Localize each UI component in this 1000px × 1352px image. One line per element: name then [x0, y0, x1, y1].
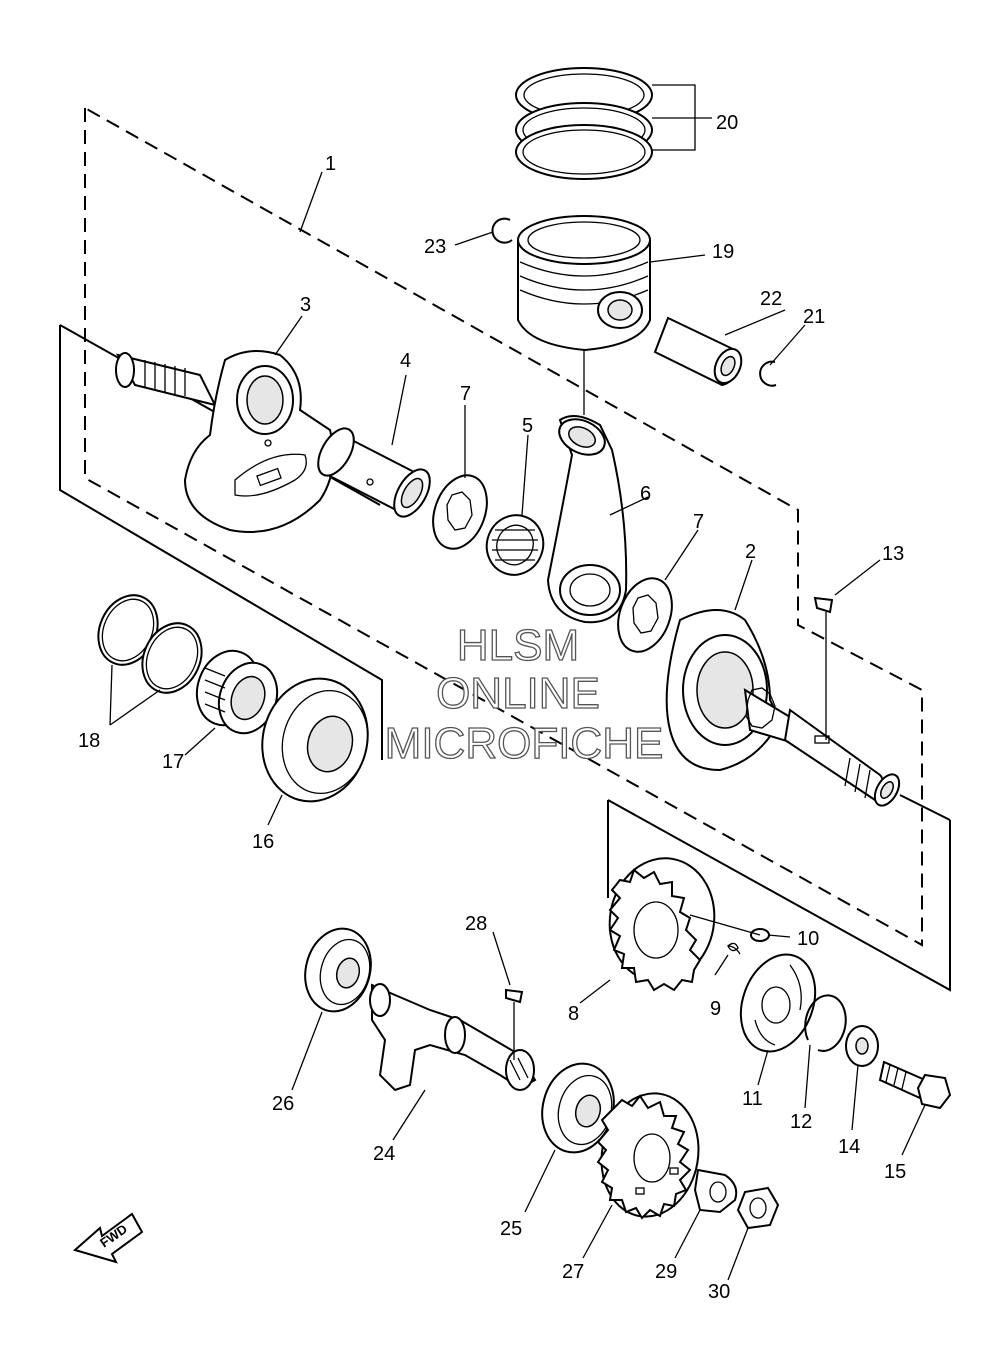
gear-plate[interactable]	[728, 944, 828, 1062]
main-bearing-left[interactable]	[249, 667, 382, 814]
callout-21[interactable]: 21	[803, 306, 825, 328]
bearing-26[interactable]	[296, 921, 380, 1019]
crankshaft-right[interactable]	[665, 609, 904, 810]
washer[interactable]	[845, 1025, 879, 1067]
callout-18[interactable]: 18	[78, 730, 100, 752]
crankshaft-left[interactable]	[115, 350, 335, 533]
watermark-line-2: ONLINE	[436, 669, 600, 718]
bolt[interactable]	[878, 1060, 952, 1110]
callout-14[interactable]: 14	[838, 1136, 860, 1158]
callout-24[interactable]: 24	[373, 1143, 395, 1165]
key-28[interactable]	[505, 988, 524, 1060]
callout-6[interactable]: 6	[640, 483, 651, 505]
callout-12[interactable]: 12	[790, 1111, 812, 1133]
callout-23[interactable]: 23	[424, 236, 446, 258]
crank-pin[interactable]	[311, 422, 437, 522]
crankshaft-assembly-boundary	[84, 107, 923, 947]
snap-ring[interactable]	[804, 994, 847, 1052]
callout-9[interactable]: 9	[710, 998, 721, 1020]
piston-rings[interactable]	[515, 67, 653, 180]
lock-washer[interactable]	[693, 1168, 738, 1214]
callout-20[interactable]: 20	[716, 112, 738, 134]
callout-16[interactable]: 16	[252, 831, 274, 853]
thrust-washer-right[interactable]	[609, 571, 682, 660]
callouts: 1 2 3 4 5 6 7 7 8 9 10 11 12 13 14 15 16…	[78, 112, 906, 1303]
thrust-washer-left[interactable]	[424, 468, 497, 557]
leader-lines	[109, 84, 926, 1281]
woodruff-key[interactable]	[813, 596, 834, 740]
connecting-rod[interactable]	[546, 412, 628, 624]
watermark-line-3: MICROFICHE	[385, 719, 664, 768]
balancer-shaft[interactable]	[369, 983, 537, 1092]
callout-11[interactable]: 11	[742, 1088, 763, 1110]
callout-8[interactable]: 8	[568, 1003, 579, 1025]
spacer-collar[interactable]	[187, 642, 287, 741]
callout-4[interactable]: 4	[400, 350, 411, 372]
callout-7a[interactable]: 7	[460, 383, 471, 405]
watermark: HLSM ONLINE MICROFICHE	[384, 620, 664, 768]
callout-25[interactable]: 25	[500, 1218, 522, 1240]
callout-10[interactable]: 10	[797, 928, 819, 950]
watermark-line-1: HLSM	[457, 621, 579, 670]
spring[interactable]	[726, 942, 741, 955]
callout-29[interactable]: 29	[655, 1261, 677, 1283]
callout-28[interactable]: 28	[465, 913, 487, 935]
o-rings[interactable]	[87, 586, 212, 703]
needle-bearing[interactable]	[478, 507, 551, 583]
circlip-left[interactable]	[491, 217, 513, 244]
callout-15[interactable]: 15	[884, 1161, 906, 1183]
callout-19[interactable]: 19	[712, 241, 734, 263]
callout-1[interactable]: 1	[325, 153, 336, 175]
piston[interactable]	[517, 215, 651, 352]
callout-17[interactable]: 17	[162, 751, 184, 773]
callout-30[interactable]: 30	[708, 1281, 730, 1303]
callout-22[interactable]: 22	[760, 288, 782, 310]
callout-26[interactable]: 26	[272, 1093, 294, 1115]
bearing-25[interactable]	[533, 1055, 624, 1160]
primary-drive-gear[interactable]	[600, 850, 724, 992]
nut[interactable]	[736, 1186, 780, 1230]
gear-group-boundary	[607, 794, 951, 992]
callout-5[interactable]: 5	[522, 415, 533, 437]
callout-2[interactable]: 2	[745, 541, 756, 563]
callout-7b[interactable]: 7	[693, 511, 704, 533]
balancer-driven-gear[interactable]	[592, 1086, 708, 1225]
circlip-right[interactable]	[759, 360, 777, 387]
piston-pin[interactable]	[653, 316, 746, 387]
callout-3[interactable]: 3	[300, 294, 311, 316]
callout-27[interactable]: 27	[562, 1261, 584, 1283]
fwd-arrow-icon: FWD	[72, 1212, 144, 1264]
callout-13[interactable]: 13	[882, 543, 904, 565]
